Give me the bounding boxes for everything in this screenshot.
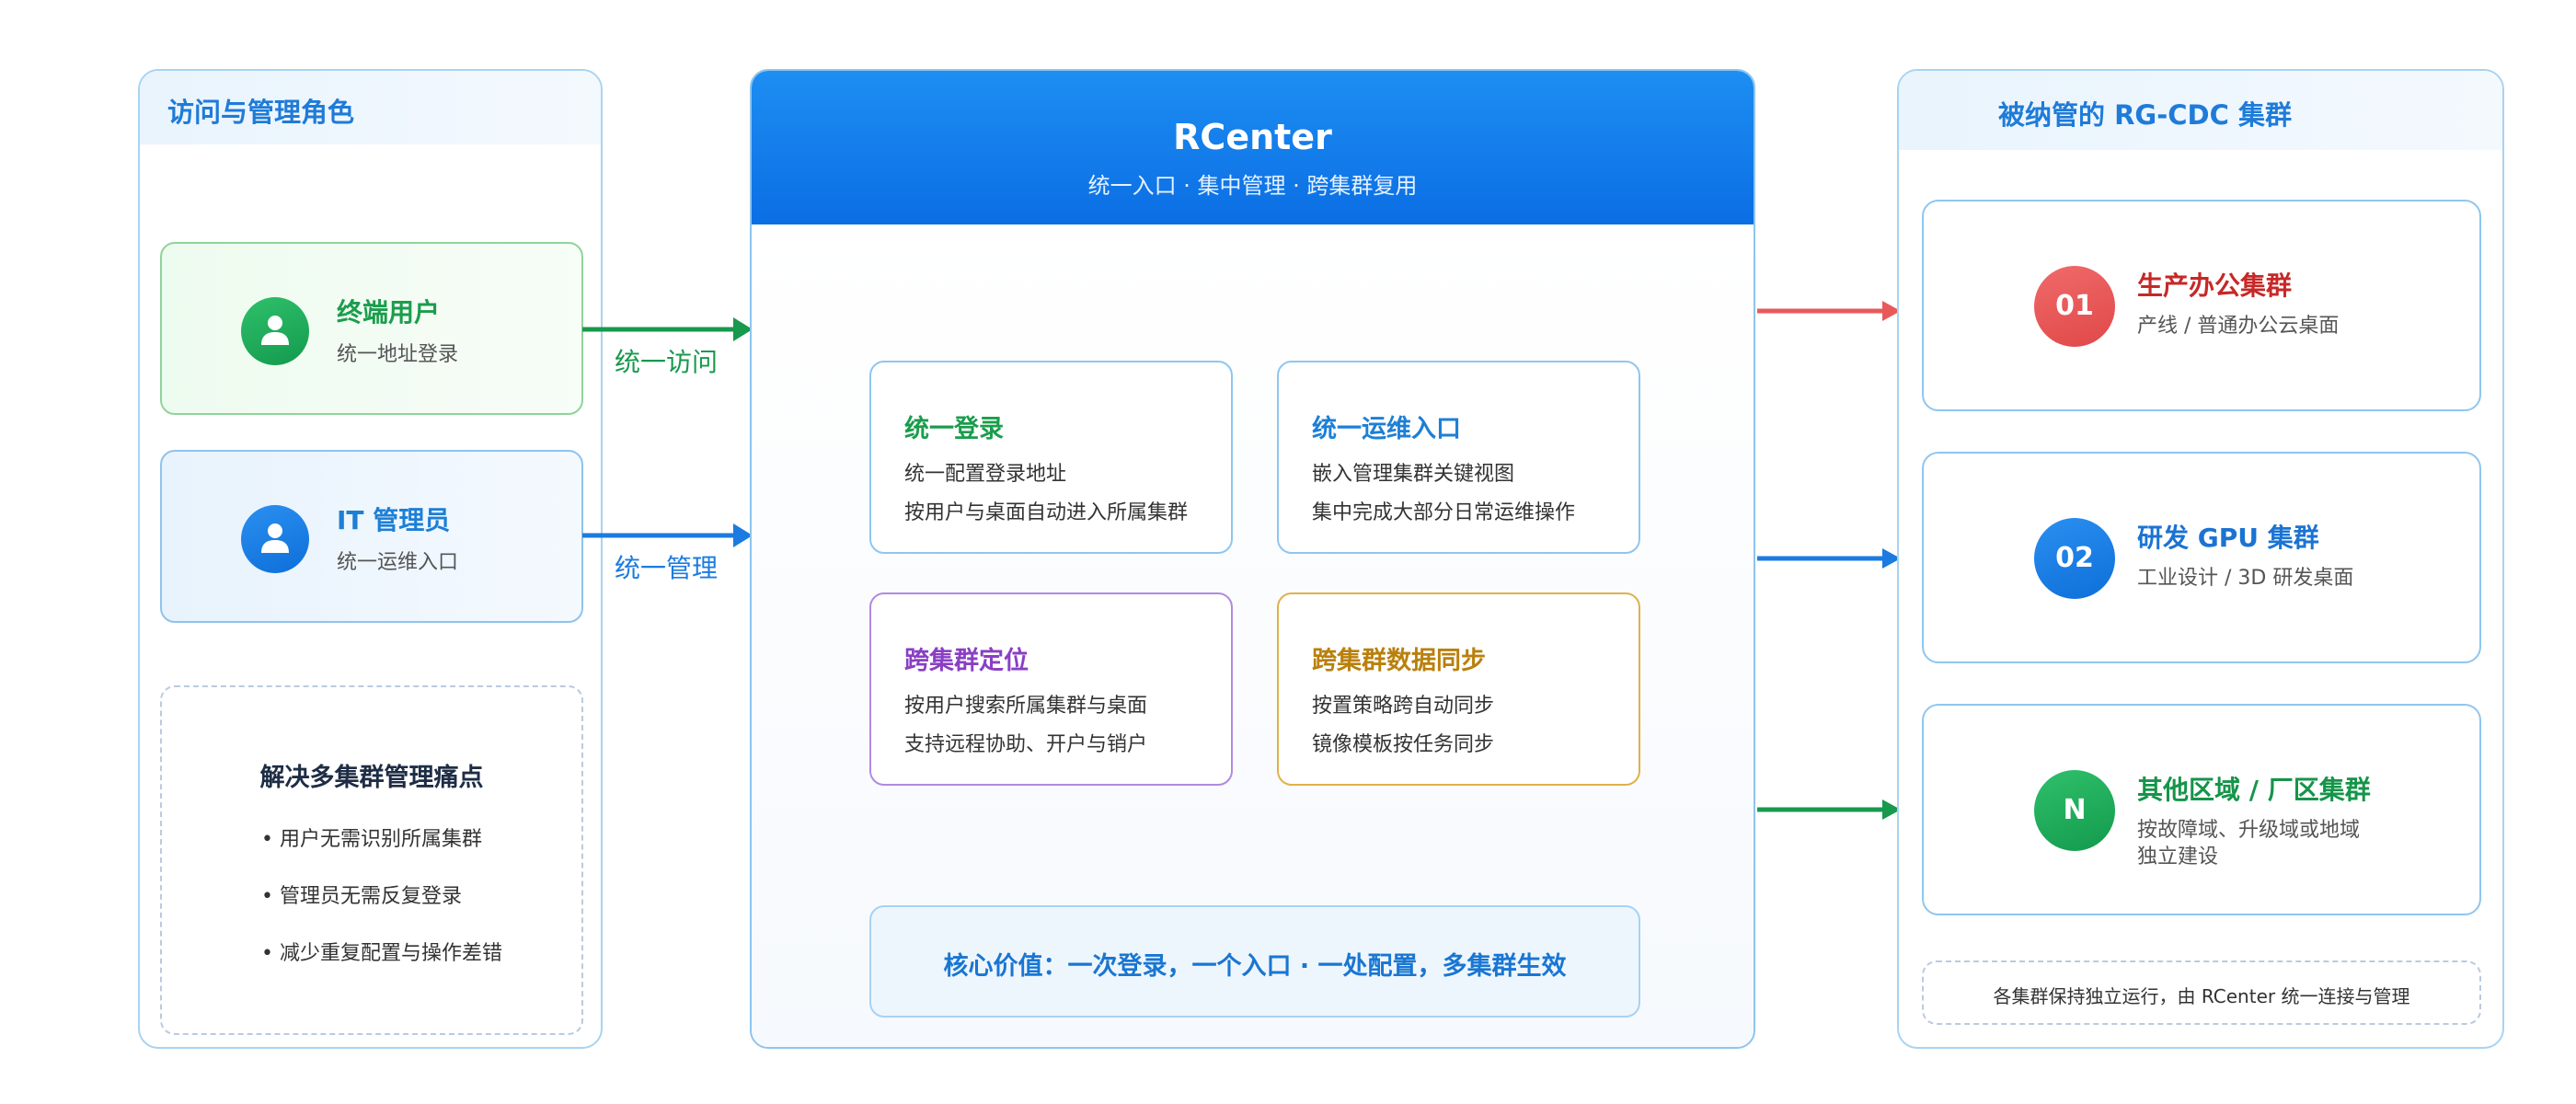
cluster-subtitle: 工业设计 / 3D 研发桌面 [2137,567,2354,590]
arrow-to-cluster-n [1757,799,1901,820]
feature-line: 嵌入管理集群关键视图 [1312,463,1515,486]
feature-card-unified-ops[interactable]: 统一运维入口 嵌入管理集群关键视图 集中完成大部分日常运维操作 [1277,361,1640,554]
pain-point-item: • 用户无需识别所属集群 [261,828,482,851]
cluster-subtitle: 产线 / 普通办公云桌面 [2137,315,2340,338]
feature-title: 统一运维入口 [1312,415,1461,443]
clusters-panel-title: 被纳管的 RG-CDC 集群 [1998,99,2293,131]
feature-line: 按置策略跨自动同步 [1312,695,1495,718]
cluster-card-production[interactable]: 01 生产办公集群 产线 / 普通办公云桌面 [1922,200,2481,411]
feature-line: 统一配置登录地址 [904,463,1067,486]
role-subtitle: 统一运维入口 [337,551,459,574]
clusters-panel: 被纳管的 RG-CDC 集群 01 生产办公集群 产线 / 普通办公云桌面 02… [1897,69,2504,1049]
feature-line: 集中完成大部分日常运维操作 [1312,501,1576,524]
roles-panel: 访问与管理角色 终端用户 统一地址登录 IT 管理员 统一运维入口 解决多集群管… [138,69,603,1049]
rcenter-header: RCenter 统一入口 · 集中管理 · 跨集群复用 [752,71,1754,224]
feature-card-unified-login[interactable]: 统一登录 统一配置登录地址 按用户与桌面自动进入所属集群 [869,361,1233,554]
admin-avatar-icon [241,505,309,573]
rcenter-subtitle: 统一入口 · 集中管理 · 跨集群复用 [1087,173,1418,199]
arrow-manage [582,523,753,547]
rcenter-panel: RCenter 统一入口 · 集中管理 · 跨集群复用 统一登录 统一配置登录地… [750,69,1755,1049]
pain-point-item: • 减少重复配置与操作差错 [261,942,502,965]
feature-line: 按用户搜索所属集群与桌面 [904,695,1148,718]
cluster-card-gpu[interactable]: 02 研发 GPU 集群 工业设计 / 3D 研发桌面 [1922,452,2481,663]
cluster-subtitle: 按故障域、升级域或地域 [2137,819,2361,842]
rcenter-body: 统一登录 统一配置登录地址 按用户与桌面自动进入所属集群 统一运维入口 嵌入管理… [752,224,1754,1047]
cluster-badge: N [2034,770,2115,851]
role-card-it-admin[interactable]: IT 管理员 统一运维入口 [160,450,583,623]
role-subtitle: 统一地址登录 [337,343,459,366]
clusters-note-text: 各集群保持独立运行，由 RCenter 统一连接与管理 [1993,985,2410,1007]
cluster-badge: 01 [2034,266,2115,347]
roles-panel-header [140,71,601,144]
feature-card-cross-cluster-sync[interactable]: 跨集群数据同步 按置策略跨自动同步 镜像模板按任务同步 [1277,592,1640,786]
cluster-title: 其他区域 / 厂区集群 [2137,775,2371,805]
role-title: IT 管理员 [337,505,451,535]
pain-points-title: 解决多集群管理痛点 [259,764,484,792]
clusters-panel-header [1899,71,2502,150]
arrow-to-cluster-01 [1757,301,1901,321]
core-value-text: 核心价值：一次登录，一个入口 · 一处配置，多集群生效 [943,952,1567,981]
arrow-manage-label: 统一管理 [615,553,719,583]
roles-panel-title: 访问与管理角色 [167,97,355,128]
role-title: 终端用户 [337,297,441,328]
feature-card-cross-cluster-locate[interactable]: 跨集群定位 按用户搜索所属集群与桌面 支持远程协助、开户与销户 [869,592,1233,786]
core-value-box: 核心价值：一次登录，一个入口 · 一处配置，多集群生效 [869,905,1640,1018]
feature-line: 支持远程协助、开户与销户 [904,733,1148,756]
feature-line: 按用户与桌面自动进入所属集群 [904,501,1189,524]
user-avatar-icon [241,297,309,365]
arrow-access-label: 统一访问 [615,347,719,377]
clusters-note-box: 各集群保持独立运行，由 RCenter 统一连接与管理 [1922,960,2481,1025]
cluster-title: 研发 GPU 集群 [2137,523,2319,553]
pain-point-item: • 管理员无需反复登录 [261,885,462,908]
arrow-access [582,317,753,341]
feature-title: 跨集群定位 [904,647,1029,675]
arrow-to-cluster-02 [1757,548,1901,569]
rcenter-title: RCenter [1173,117,1332,157]
cluster-badge: 02 [2034,518,2115,599]
feature-title: 统一登录 [904,415,1004,443]
cluster-title: 生产办公集群 [2137,270,2293,301]
cluster-subtitle: 独立建设 [2137,845,2219,868]
pain-points-box: 解决多集群管理痛点 • 用户无需识别所属集群 • 管理员无需反复登录 • 减少重… [160,685,583,1035]
feature-title: 跨集群数据同步 [1312,647,1486,675]
cluster-card-other-regions[interactable]: N 其他区域 / 厂区集群 按故障域、升级域或地域 独立建设 [1922,704,2481,915]
feature-line: 镜像模板按任务同步 [1312,733,1495,756]
